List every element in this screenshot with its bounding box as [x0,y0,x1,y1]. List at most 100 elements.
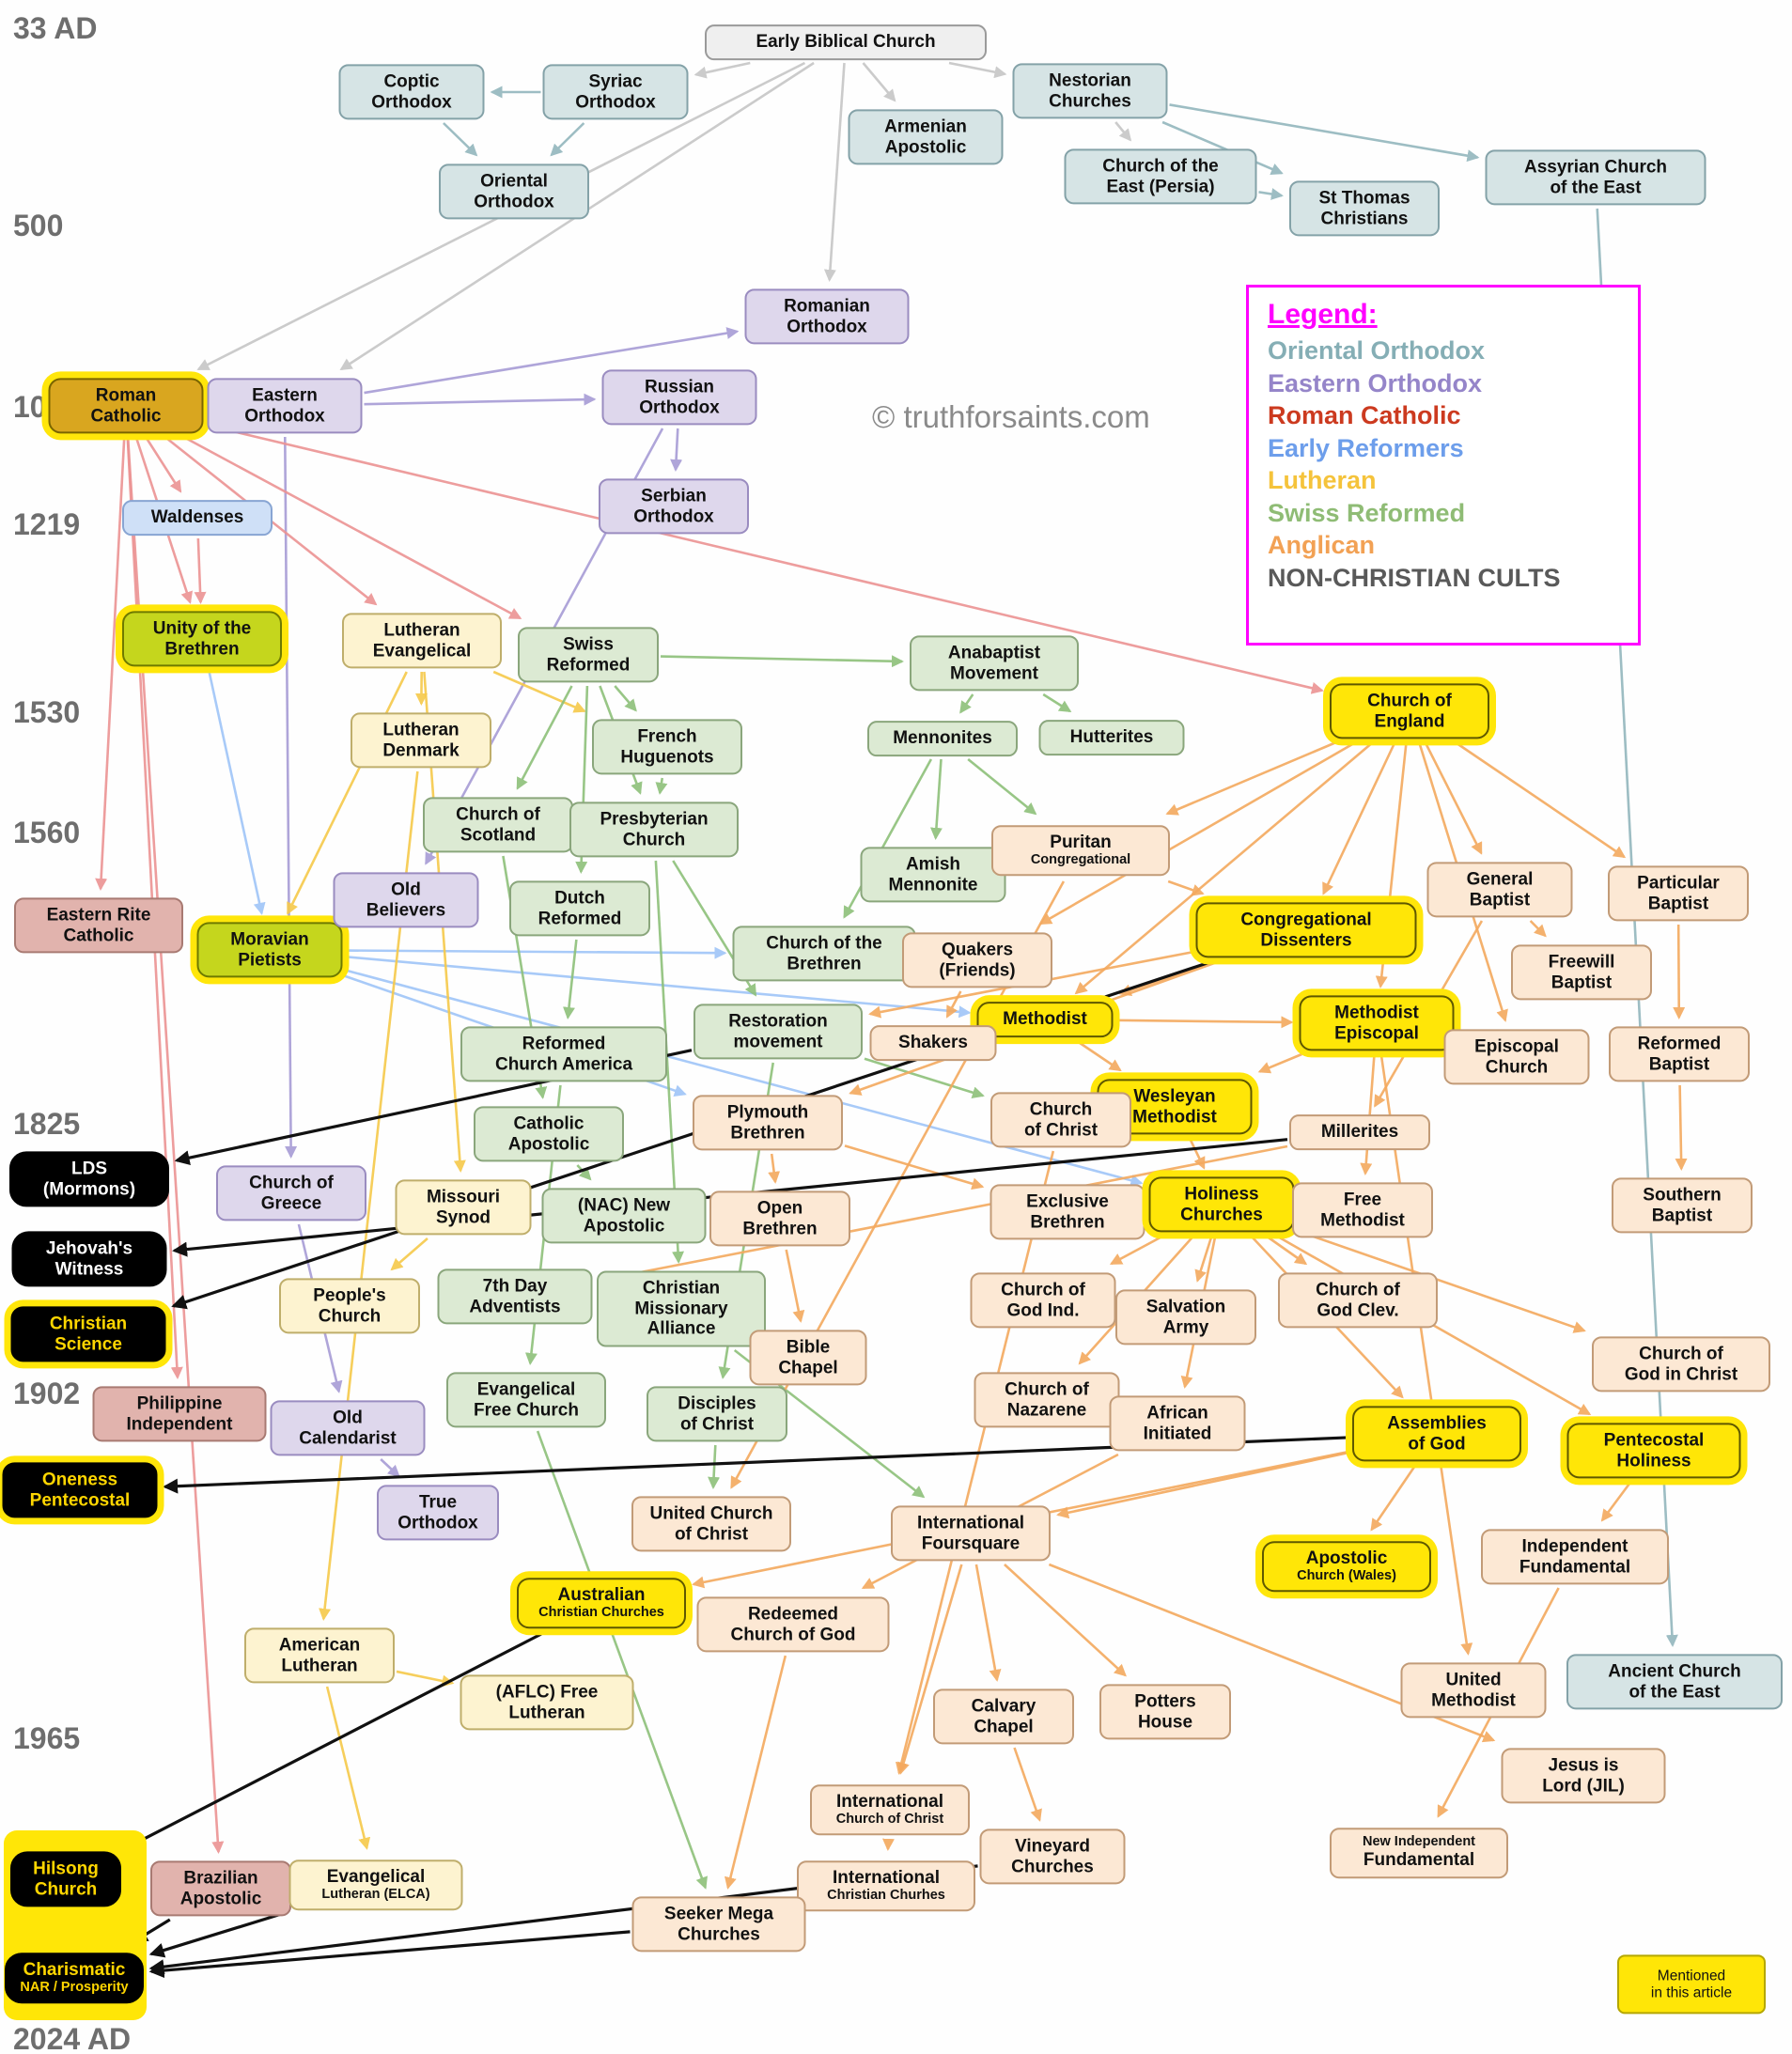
edge-missouri-to-peoples [390,1237,429,1271]
edge-meth-epis-to-united-meth [1379,1053,1473,1656]
edge-foursquare-to-icc [897,1564,963,1775]
node-holiness: Holiness Churches [1148,1176,1295,1233]
node-rc: Roman Catholic [48,378,204,434]
node-potters: Potters House [1099,1684,1231,1740]
node-7day: 7th Day Adventists [437,1268,593,1325]
node-nac: (NAC) New Apostolic [541,1188,707,1244]
node-pent-hol: Pentecostal Holiness [1566,1423,1741,1479]
node-ind-fund: Independent Fundamental [1481,1529,1669,1585]
edge-gen-baptist-to-freewill [1529,920,1547,938]
node-episcopal: Episcopal Church [1443,1029,1590,1085]
legend-title: Legend: [1268,299,1378,330]
node-ref-baptist: Reformed Baptist [1609,1026,1750,1082]
node-oriental: Oriental Orthodox [439,163,589,220]
node-stthomas: St Thomas Christians [1289,180,1440,237]
node-waldenses: Waldenses [122,500,273,536]
edge-rc-to-eastern-rite [95,436,126,891]
edge-rc-to-brazilian [126,436,225,1854]
node-cma: Christian Missionary Alliance [597,1270,766,1347]
node-greece: Church of Greece [216,1165,366,1222]
node-mennonites: Mennonites [867,721,1018,756]
legend-item: Roman Catholic [1268,401,1461,430]
node-united-meth: United Methodist [1400,1662,1547,1719]
edge-eastern-to-russian [364,393,597,406]
edge-coptic-to-oriental [443,122,478,157]
node-cog-ind: Church of God Ind. [970,1272,1116,1329]
legend-item: Early Reformers [1268,433,1464,462]
node-plymouth: Plymouth Brethren [693,1095,843,1151]
timeline-label: 500 [13,209,64,242]
edge-swiss-to-scotland [516,685,573,790]
legend-item: Lutheran [1268,466,1377,495]
node-eastern: Eastern Orthodox [207,378,363,434]
edge-coe-to-puritan [1165,740,1337,816]
edge-holiness-to-cog-ind [1109,1234,1165,1266]
node-free-meth: Free Methodist [1292,1182,1433,1238]
node-eastern-rite: Eastern Rite Catholic [14,897,183,954]
edge-syriac-to-oriental [550,122,585,157]
node-gen-baptist: General Baptist [1426,862,1573,918]
edge-restoration-to-coc [864,1057,985,1098]
edge-calvary-to-vineyard [1013,1747,1042,1822]
edge-eb-to-romanian [823,62,846,282]
node-quakers: Quakers (Friends) [902,932,1052,988]
edge-lutheran-ev-to-french [492,670,586,713]
node-coptic: Coptic Orthodox [338,64,485,120]
node-open: Open Brethren [709,1190,850,1247]
node-philippine: Philippine Independent [92,1386,267,1442]
edge-nestorian-to-assyrian [1169,103,1480,163]
node-coe: Church of England [1330,683,1489,739]
node-aflc: (AFLC) Free Lutheran [460,1674,634,1731]
edge-part-baptist-to-ref-baptist [1673,924,1686,1019]
node-african: African Initiated [1109,1395,1246,1452]
edge-pent-hol-to-ind-fund [1600,1481,1632,1522]
edge-disciples-to-ucc [708,1444,721,1489]
node-lds: LDS (Mormons) [9,1151,169,1207]
legend-item: Eastern Orthodox [1268,368,1483,397]
edge-open-to-bible-chapel [785,1249,805,1323]
node-coc: Church of Christ [990,1092,1131,1148]
node-shakers: Shakers [869,1025,997,1061]
edge-ref-baptist-to-sou-baptist [1675,1084,1688,1171]
node-cogic: Church of God in Christ [1592,1336,1770,1393]
edge-eastern-to-romanian [364,327,740,395]
node-eb: Early Biblical Church [705,24,987,60]
legend-item: Swiss Reformed [1268,498,1466,527]
edge-rc-to-swiss [182,435,522,620]
node-meth-epis: Methodist Episcopal [1299,995,1455,1051]
node-am-lutheran: American Lutheran [244,1627,395,1684]
edge-coe-to-methodist [1074,741,1374,995]
node-brazilian: Brazilian Apostolic [150,1860,291,1917]
legend-item: NON-CHRISTIAN CULTS [1268,563,1561,592]
node-cscience: Christian Science [10,1306,166,1362]
node-cog-clev: Church of God Clev. [1278,1272,1438,1329]
node-syriac: Syriac Orthodox [542,64,689,120]
edge-cath-apos-to-nac [576,1164,592,1181]
edge-coe-to-gen-baptist [1424,741,1483,855]
edge-anabaptist-to-mennonites [959,693,974,714]
edge-moravian-to-cotb [344,946,727,959]
node-swiss: Swiss Reformed [518,627,659,683]
edge-assemblies-to-apos-wales [1370,1464,1417,1532]
node-lutheran-dk: Lutheran Denmark [351,712,491,769]
timeline-label: 1530 [13,695,81,729]
edge-russian-to-serbian [670,428,683,472]
node-sou-baptist: Southern Baptist [1612,1177,1753,1234]
timeline-label: 1965 [13,1721,81,1755]
edge-mennonites-to-puritan [967,757,1037,816]
legend-item: Oriental Orthodox [1268,336,1486,365]
node-ucc: United Church of Christ [631,1496,791,1552]
timeline-label: 1560 [13,816,81,849]
edge-swiss-to-anabaptist [660,655,904,668]
node-dutch: Dutch Reformed [509,880,650,937]
edge-rc-to-coe [205,423,1324,694]
edge-evfree-to-seeker [536,1430,708,1890]
node-methodist: Methodist [976,1002,1114,1037]
edge-mennonites-to-amish [929,758,943,840]
node-missouri: Missouri Synod [395,1179,532,1236]
